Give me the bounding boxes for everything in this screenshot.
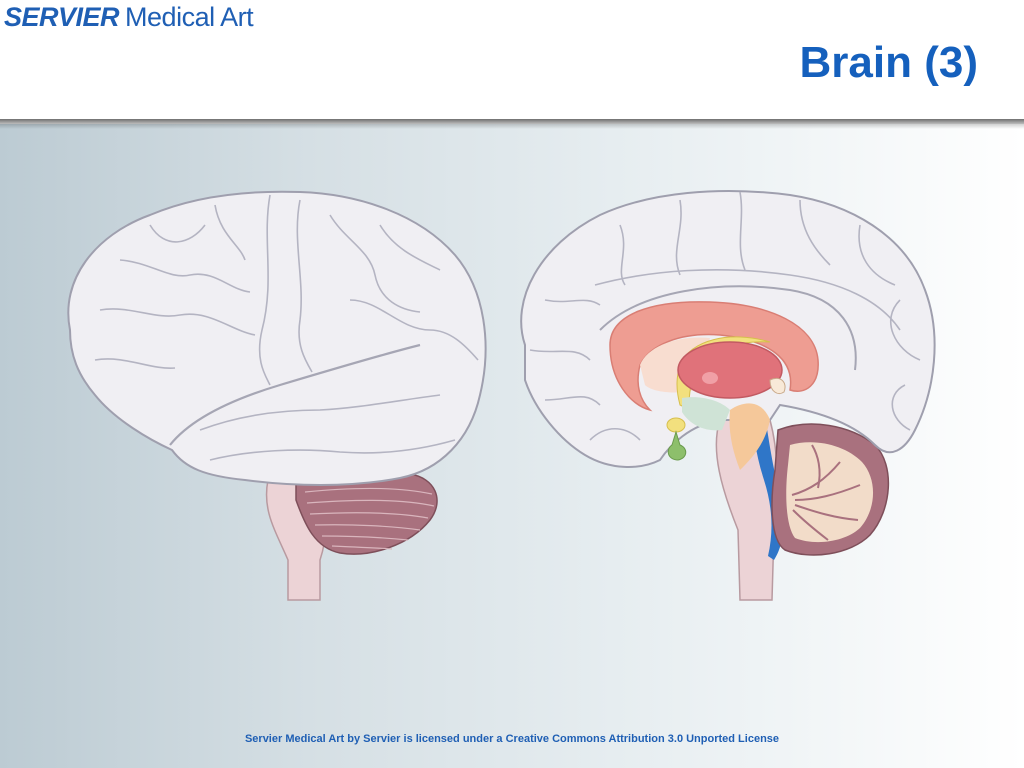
illustration-area — [0, 124, 1024, 768]
header-divider-shadow — [0, 124, 1024, 129]
arbor-branches — [791, 444, 861, 541]
slide-header: SERVIER Medical Art Brain (3) — [0, 0, 1024, 120]
lateral-cerebellum-folia — [304, 487, 435, 550]
lateral-cerebrum-icon — [67, 190, 487, 486]
logo-product-text: Medical Art — [125, 2, 254, 32]
optic-chiasm-icon — [666, 417, 686, 433]
sagittal-gyri — [529, 191, 921, 441]
servier-logo: SERVIER Medical Art — [4, 2, 254, 34]
interthalamic-adhesion-icon — [702, 372, 718, 384]
lateral-gyri — [94, 194, 479, 461]
slide-title: Brain (3) — [799, 38, 978, 87]
pineal-icon — [769, 377, 786, 394]
sagittal-brain-icon — [520, 190, 936, 601]
thalamus-icon — [677, 341, 783, 399]
lateral-brain-icon — [67, 190, 487, 601]
cingulate-sulcus — [599, 285, 857, 371]
corpus-callosum-icon — [609, 301, 819, 412]
header-divider — [0, 119, 1024, 124]
pituitary-icon — [667, 430, 687, 461]
lateral-sulcus — [169, 343, 421, 446]
hypothalamus-icon — [682, 397, 730, 431]
arbor-vitae-icon — [786, 442, 874, 543]
logo-brand-text: SERVIER — [4, 2, 120, 32]
brain-illustrations — [67, 190, 936, 601]
midbrain-icon — [729, 403, 770, 470]
license-footer: Servier Medical Art by Servier is licens… — [244, 733, 780, 745]
